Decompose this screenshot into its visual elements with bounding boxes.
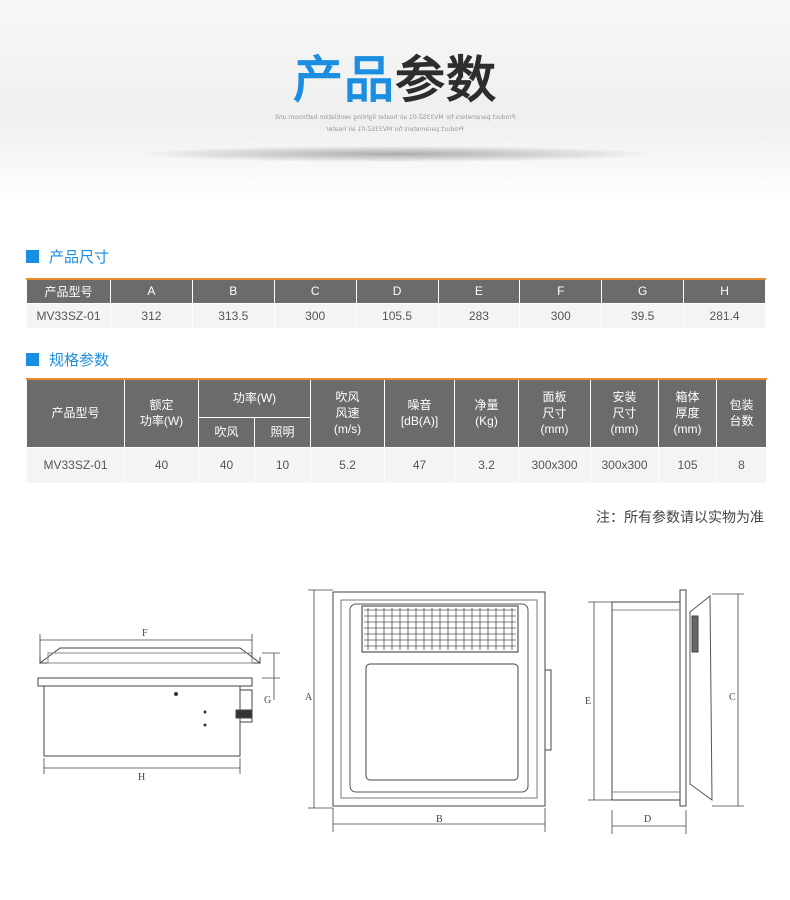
cell-g: 39.5: [601, 302, 685, 329]
header-panel-size: 面板尺寸(mm): [518, 378, 592, 448]
header-g: G: [601, 278, 685, 304]
table-row: MV33SZ-01 312 313.5 300 105.5 283 300 39…: [26, 302, 766, 329]
label-a: A: [305, 692, 313, 703]
title-rest: 参数: [395, 51, 497, 109]
header-e: E: [437, 278, 521, 304]
page-title: 产品参数: [0, 50, 790, 110]
table-row: MV33SZ-01 40 40 10 5.2 47 3.2 300x300 30…: [26, 446, 768, 484]
cell-f: 300: [519, 302, 603, 329]
header-a: A: [110, 278, 193, 304]
header-noise: 噪音[dB(A)]: [384, 378, 456, 448]
dimensions-heading: 产品尺寸: [26, 246, 109, 266]
cell-b: 313.5: [191, 302, 275, 329]
cell-c: 300: [273, 302, 357, 329]
label-b: B: [436, 814, 443, 825]
header-power-blow: 吹风: [198, 416, 255, 448]
cell-noise: 47: [384, 446, 456, 484]
dimension-lines-right: [588, 593, 744, 834]
banner: 产品参数 Product parameters for MV33SZ-01 ai…: [0, 0, 790, 200]
cell-d: 105.5: [355, 302, 439, 329]
cell-h: 281.4: [683, 302, 766, 329]
header-net-weight: 净量(Kg): [454, 378, 520, 448]
dimension-lines-front: [308, 589, 546, 832]
square-bullet-icon: [26, 249, 39, 263]
spec-table: 产品型号 额定功率(W) 功率(W) 吹风风速(m/s) 噪音[dB(A)] 净…: [26, 378, 768, 484]
dimension-lines-side: [39, 634, 280, 774]
label-h: H: [138, 772, 145, 783]
title-accent: 产品: [293, 51, 395, 109]
header-power-light: 照明: [253, 416, 312, 448]
header-pack-qty: 包装台数: [716, 378, 768, 448]
banner-subtext-2: Product parameters for MV33SZ-01 air hea…: [326, 126, 464, 133]
header-install-size: 安装尺寸(mm): [590, 378, 660, 448]
header-b: B: [191, 278, 275, 304]
front-panel-window: [365, 663, 552, 781]
technical-drawings: F H G A B E D C: [37, 589, 744, 834]
cell-power-light: 10: [253, 446, 312, 484]
header-rated-power: 额定功率(W): [124, 378, 199, 448]
cell-a: 312: [110, 302, 193, 329]
grille-icon: [364, 608, 516, 650]
dimensions-heading-text: 产品尺寸: [49, 247, 110, 266]
cell-panel-size: 300x300: [518, 446, 592, 484]
banner-shadow: [140, 146, 650, 162]
spec-heading: 规格参数: [26, 349, 109, 369]
square-bullet-icon: [26, 352, 39, 366]
disclaimer-note: 注：所有参数请以实物为准: [596, 510, 764, 526]
label-e: E: [585, 696, 591, 707]
front-view-drawing: [332, 591, 546, 807]
dimensions-header-row: 产品型号 A B C D E F G H: [26, 278, 766, 304]
cell-air-speed: 5.2: [310, 446, 386, 484]
header-f: F: [519, 278, 603, 304]
header-model: 产品型号: [26, 378, 125, 448]
header-air-speed: 吹风风速(m/s): [310, 378, 386, 448]
header-power: 功率(W): [197, 378, 312, 418]
header-d: D: [355, 278, 439, 304]
cell-model: MV33SZ-01: [26, 446, 125, 484]
header-box-depth: 箱体厚度(mm): [658, 378, 718, 448]
label-g: G: [264, 695, 271, 706]
cell-e: 283: [437, 302, 521, 329]
header-h: H: [683, 278, 766, 304]
label-c: C: [729, 692, 736, 703]
side-view-drawing: [37, 647, 261, 757]
cell-pack-qty: 8: [716, 446, 768, 484]
label-f: F: [142, 628, 148, 639]
cell-model: MV33SZ-01: [26, 302, 111, 329]
cell-box-depth: 105: [658, 446, 718, 484]
cell-net-weight: 3.2: [454, 446, 520, 484]
label-d: D: [644, 814, 651, 825]
header-c: C: [273, 278, 357, 304]
dimensions-table: 产品型号 A B C D E F G H MV33SZ-01 312 313.5…: [26, 278, 766, 329]
cell-install-size: 300x300: [590, 446, 660, 484]
header-model: 产品型号: [26, 278, 111, 304]
cell-power-blow: 40: [198, 446, 255, 484]
right-view-drawing: [611, 589, 713, 807]
cell-rated-power: 40: [124, 446, 199, 484]
spec-heading-text: 规格参数: [49, 350, 110, 369]
spec-header-row-1: 产品型号 额定功率(W) 功率(W) 吹风风速(m/s) 噪音[dB(A)] 净…: [26, 378, 768, 448]
spec-header-row-2: 吹风 照明: [27, 416, 767, 448]
banner-subtext-1: Product parameters for MV33SZ-01 air hea…: [274, 114, 516, 121]
